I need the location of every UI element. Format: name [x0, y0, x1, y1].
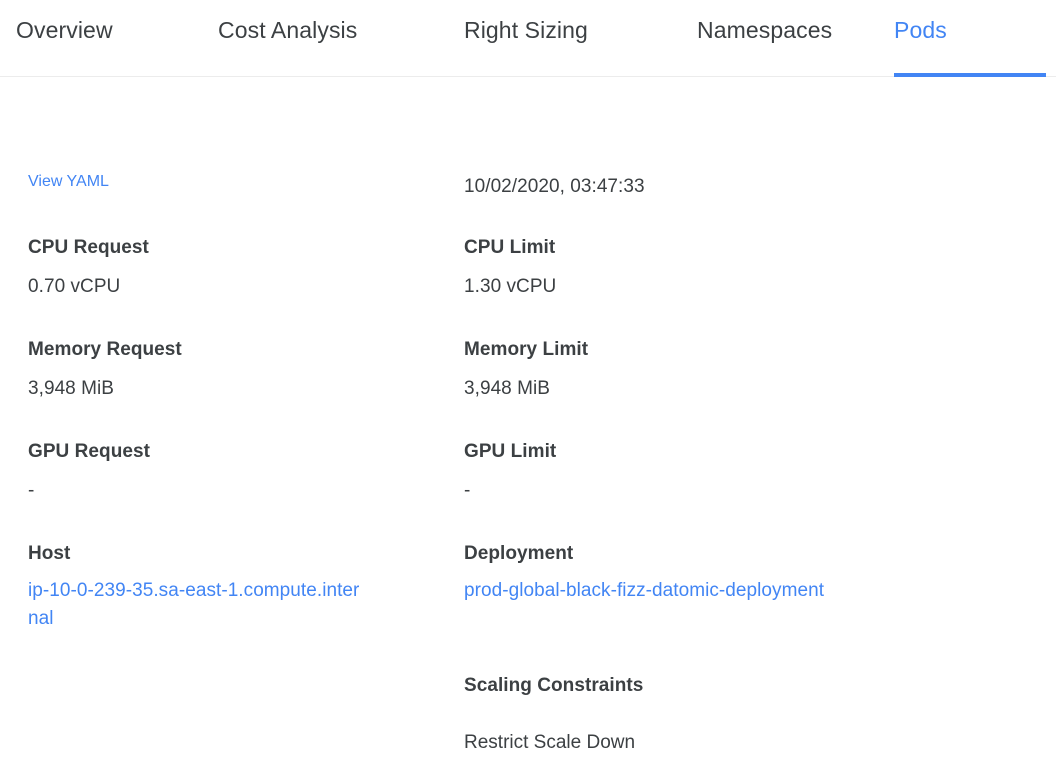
deployment-link[interactable]: prod-global-black-fizz-datomic-deploymen…	[464, 580, 825, 601]
memory-limit-label: Memory Limit	[464, 339, 589, 360]
host-link[interactable]: ip-10-0-239-35.sa-east-1.compute.interna…	[28, 580, 360, 629]
tab-pods[interactable]: Pods	[894, 0, 1046, 77]
gpu-limit-value: -	[464, 480, 471, 501]
deployment-label: Deployment	[464, 543, 574, 564]
tab-overview-label: Overview	[16, 17, 113, 43]
memory-request-value: 3,948 MiB	[28, 378, 114, 399]
active-tab-indicator	[894, 73, 1046, 77]
tab-bar: Overview Cost Analysis Right Sizing Name…	[0, 0, 1056, 77]
tab-cost-analysis-label: Cost Analysis	[218, 17, 358, 43]
view-yaml-link[interactable]: View YAML	[28, 173, 109, 190]
tab-overview[interactable]: Overview	[16, 0, 113, 77]
memory-request-label: Memory Request	[28, 339, 182, 360]
cpu-request-value: 0.70 vCPU	[28, 276, 121, 297]
tab-right-sizing[interactable]: Right Sizing	[464, 0, 588, 77]
tab-right-sizing-label: Right Sizing	[464, 17, 588, 43]
host-label: Host	[28, 543, 71, 564]
tab-namespaces[interactable]: Namespaces	[697, 0, 832, 77]
scaling-constraints-label: Scaling Constraints	[464, 675, 644, 696]
memory-limit-value: 3,948 MiB	[464, 378, 550, 399]
tab-pods-label: Pods	[894, 17, 947, 43]
tab-namespaces-label: Namespaces	[697, 17, 833, 43]
gpu-request-value: -	[28, 480, 35, 501]
cpu-limit-label: CPU Limit	[464, 237, 556, 258]
tab-cost-analysis[interactable]: Cost Analysis	[218, 0, 357, 77]
gpu-request-label: GPU Request	[28, 441, 150, 462]
gpu-limit-label: GPU Limit	[464, 441, 557, 462]
scaling-constraint-restrict-scale-down: Restrict Scale Down	[464, 732, 636, 753]
cpu-limit-value: 1.30 vCPU	[464, 276, 557, 297]
pod-timestamp: 10/02/2020, 03:47:33	[464, 176, 645, 197]
cpu-request-label: CPU Request	[28, 237, 149, 258]
